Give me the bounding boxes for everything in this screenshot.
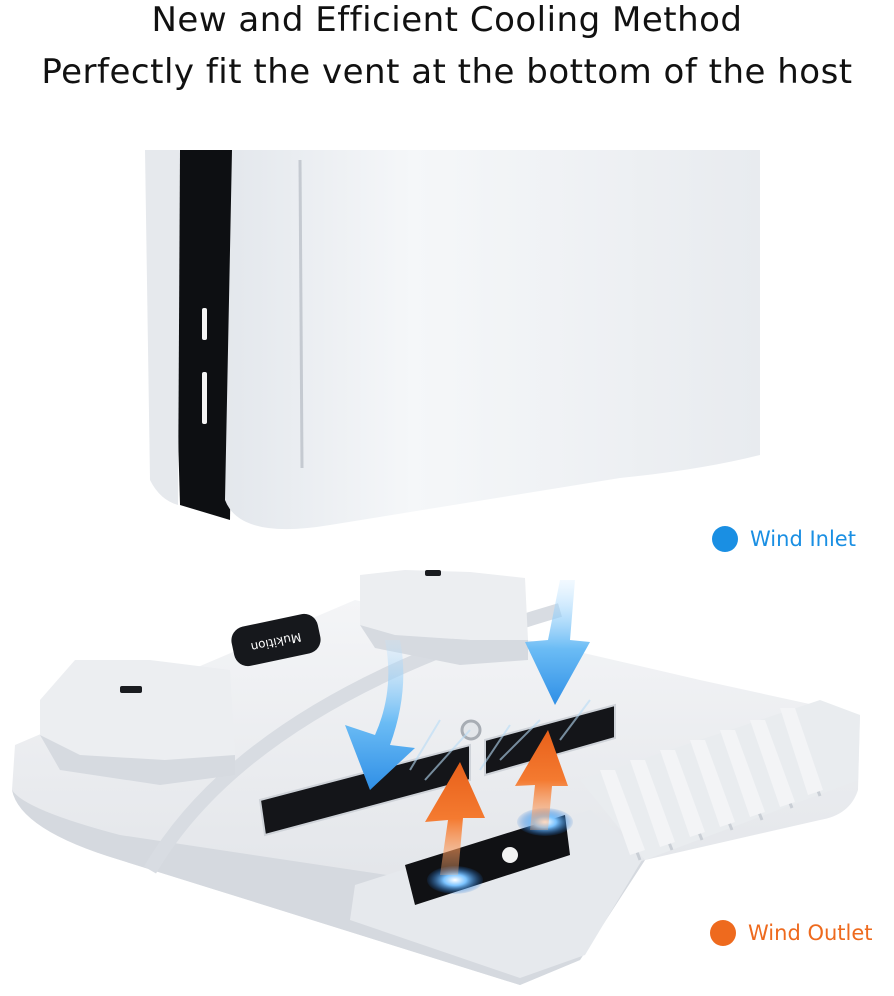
- outlet-arrow-left: [425, 762, 485, 875]
- outlet-vent-tray: [350, 810, 645, 978]
- top-usb-port: [425, 570, 441, 576]
- brand-logo: Mukition: [231, 613, 321, 667]
- wind-inlet-dot: [712, 526, 738, 552]
- legend-wind-outlet: Wind Outlet: [710, 920, 873, 946]
- console-led-bottom: [202, 372, 207, 424]
- wind-inlet-label: Wind Inlet: [750, 527, 856, 551]
- wind-outlet-label: Wind Outlet: [748, 921, 873, 945]
- console-right-shell: [225, 150, 760, 530]
- inlet-arrow-left: [345, 640, 415, 790]
- left-controller-dock: [40, 660, 235, 760]
- inlet-vent-left: [258, 743, 471, 837]
- console-left-shell: [145, 150, 180, 505]
- outlet-arrow-right: [515, 730, 568, 830]
- inlet-arrow-right: [525, 580, 590, 705]
- wind-outlet-dot: [710, 920, 736, 946]
- left-usb-port: [120, 686, 142, 693]
- console: [140, 145, 770, 530]
- airflow-arrows: [345, 580, 591, 875]
- console-led-top: [202, 308, 207, 340]
- legend-wind-inlet: Wind Inlet: [712, 526, 856, 552]
- console-slot: [298, 159, 304, 469]
- top-controller-dock: [360, 570, 528, 640]
- headline-line-1: New and Efficient Cooling Method: [151, 0, 743, 40]
- disc-rack: [580, 700, 860, 861]
- headline-line-2: Perfectly fit the vent at the bottom of …: [41, 52, 853, 92]
- outlet-center-button: [502, 847, 518, 863]
- cooling-stand: Mukition: [12, 570, 860, 985]
